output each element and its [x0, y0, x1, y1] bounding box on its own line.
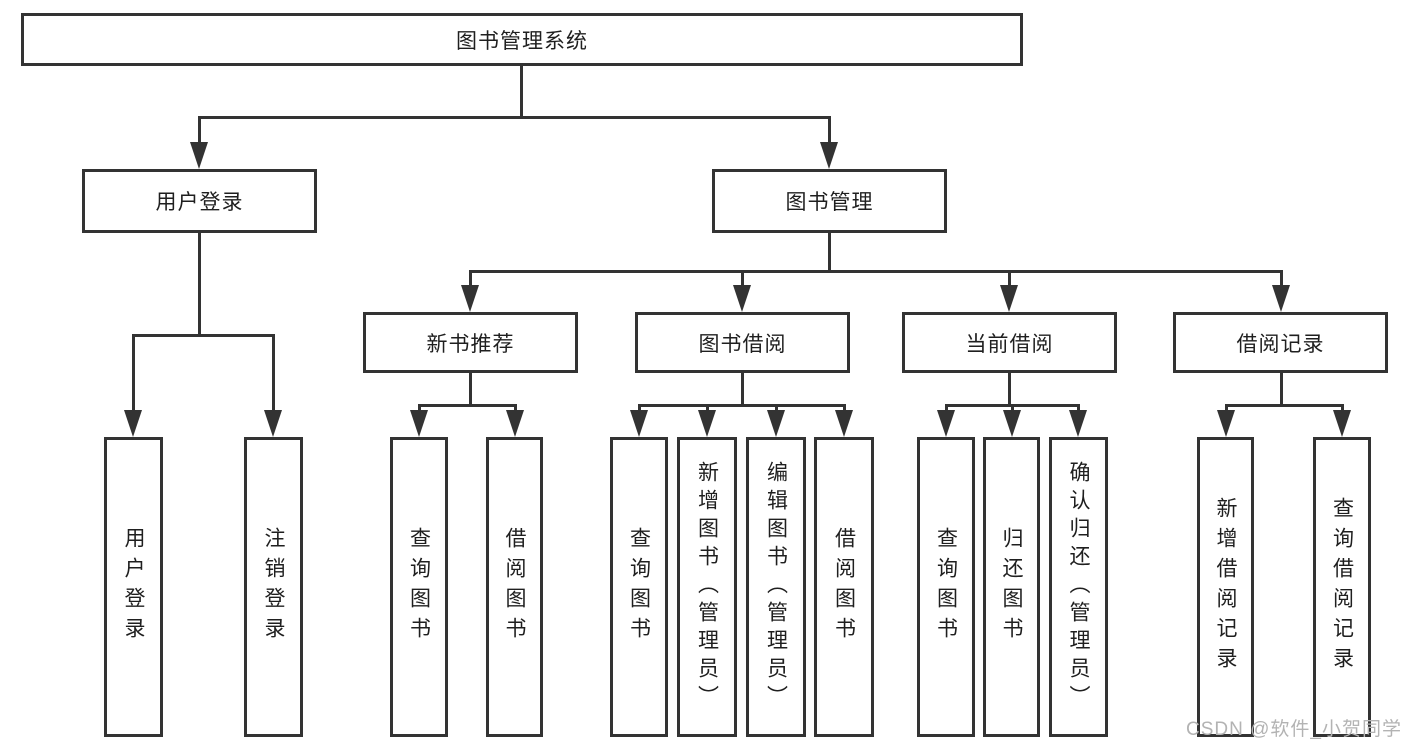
node-leaf-borrow-books-borrowing: 借阅图书 [814, 437, 874, 737]
arrowhead-down-icon [1217, 410, 1235, 437]
arrowhead-down-icon [124, 410, 142, 437]
edge-recommend-drop-1 [418, 404, 421, 412]
edge-recommend-drop-2 [514, 404, 517, 412]
arrowhead-down-icon [264, 410, 282, 437]
arrowhead-down-icon [698, 410, 716, 437]
node-borrowing-records: 借阅记录 [1173, 312, 1388, 373]
node-user-login: 用户登录 [82, 169, 317, 233]
arrowhead-down-icon [1069, 410, 1087, 437]
arrowhead-down-icon [410, 410, 428, 437]
edge-records-bar [1225, 404, 1344, 407]
edge-root-drop-right [828, 116, 831, 145]
edge-borrowing-drop-2 [706, 404, 709, 412]
edge-bookmgmt-drop-3 [1008, 270, 1011, 288]
arrowhead-down-icon [767, 410, 785, 437]
arrowhead-down-icon [1272, 285, 1290, 312]
edge-current-drop-1 [945, 404, 948, 412]
arrowhead-down-icon [820, 142, 838, 169]
node-book-management: 图书管理 [712, 169, 947, 233]
arrowhead-down-icon [630, 410, 648, 437]
edge-recommend-bar [418, 404, 517, 407]
edge-bookmgmt-drop-1 [469, 270, 472, 288]
edge-borrowing-drop-3 [775, 404, 778, 412]
arrowhead-down-icon [835, 410, 853, 437]
arrowhead-down-icon [461, 285, 479, 312]
edge-current-drop-2 [1011, 404, 1014, 412]
node-leaf-confirm-return-admin: 确认归还（管理员） [1049, 437, 1108, 737]
node-leaf-return-books: 归还图书 [983, 437, 1040, 737]
arrowhead-down-icon [1000, 285, 1018, 312]
arrowhead-down-icon [733, 285, 751, 312]
arrowhead-down-icon [1003, 410, 1021, 437]
edge-root-bar [198, 116, 831, 119]
node-leaf-query-books-borrowing: 查询图书 [610, 437, 668, 737]
edge-bookmgmt-bar [469, 270, 1282, 273]
node-leaf-query-books-recommend: 查询图书 [390, 437, 448, 737]
edge-current-drop-3 [1077, 404, 1080, 412]
arrowhead-down-icon [1333, 410, 1351, 437]
edge-records-stem [1280, 373, 1283, 407]
edge-borrowing-bar [638, 404, 846, 407]
arrowhead-down-icon [937, 410, 955, 437]
edge-bookmgmt-stem [828, 233, 831, 273]
edge-root-drop-left [198, 116, 201, 145]
edge-userlogin-stem [198, 233, 201, 337]
node-leaf-edit-books-admin: 编辑图书（管理员） [746, 437, 806, 737]
node-leaf-query-borrow-record: 查询借阅记录 [1313, 437, 1371, 737]
node-leaf-borrow-books-recommend: 借阅图书 [486, 437, 543, 737]
arrowhead-down-icon [190, 142, 208, 169]
edge-userlogin-drop-1 [132, 334, 135, 412]
edge-borrowing-drop-1 [638, 404, 641, 412]
edge-root-stem [520, 66, 523, 119]
edge-borrowing-drop-4 [843, 404, 846, 412]
edge-bookmgmt-drop-4 [1280, 270, 1283, 288]
node-root-library-system: 图书管理系统 [21, 13, 1023, 66]
csdn-watermark: CSDN @软件_小贺同学 [1186, 719, 1402, 740]
edge-recommend-stem [469, 373, 472, 407]
node-leaf-query-books-current: 查询图书 [917, 437, 975, 737]
edge-bookmgmt-drop-2 [741, 270, 744, 288]
node-new-book-recommend: 新书推荐 [363, 312, 578, 373]
arrowhead-down-icon [506, 410, 524, 437]
node-book-borrowing: 图书借阅 [635, 312, 850, 373]
edge-records-drop-2 [1341, 404, 1344, 412]
node-leaf-user-login: 用户登录 [104, 437, 163, 737]
edge-userlogin-drop-2 [272, 334, 275, 412]
edge-current-stem [1008, 373, 1011, 407]
node-leaf-add-borrow-record: 新增借阅记录 [1197, 437, 1254, 737]
edge-records-drop-1 [1225, 404, 1228, 412]
edge-borrowing-stem [741, 373, 744, 407]
edge-userlogin-bar [132, 334, 275, 337]
node-current-borrowing: 当前借阅 [902, 312, 1117, 373]
node-leaf-logout: 注销登录 [244, 437, 303, 737]
node-leaf-add-books-admin: 新增图书（管理员） [677, 437, 737, 737]
